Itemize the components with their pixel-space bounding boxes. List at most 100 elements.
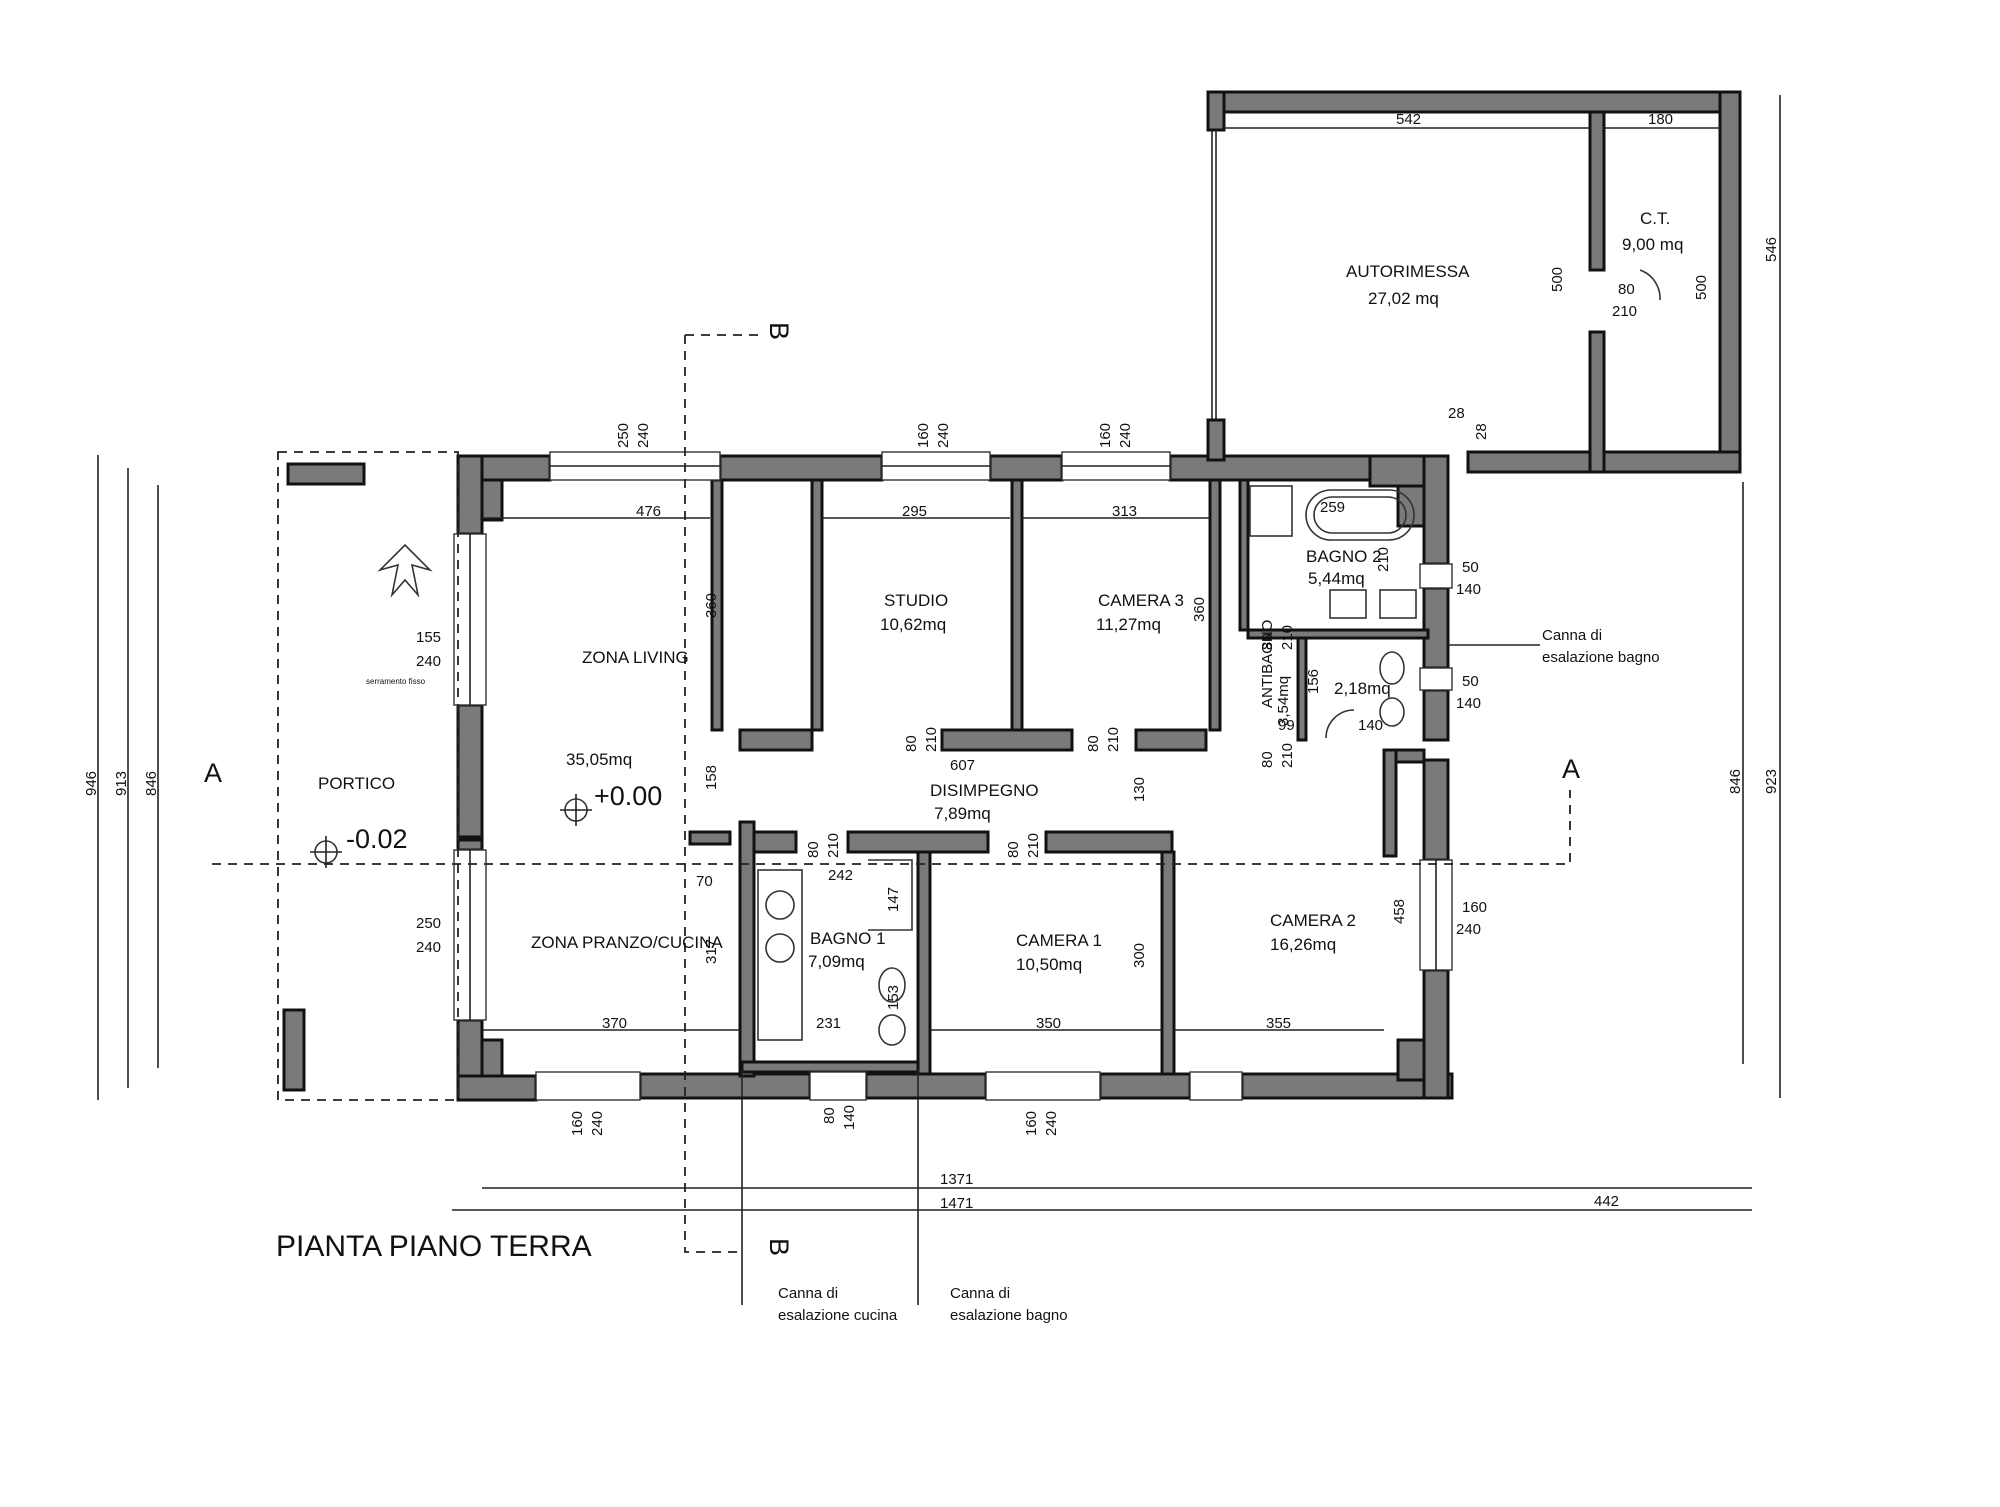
dimension-label: 240 xyxy=(1456,921,1481,938)
label-zona-living: ZONA LIVING xyxy=(582,648,689,667)
label-camera2: CAMERA 2 xyxy=(1270,911,1356,930)
dimension-label: 1371 xyxy=(940,1171,973,1188)
dimension-label: 913 xyxy=(113,771,130,796)
dimension-label: 160 xyxy=(915,423,932,448)
dimension-label: 240 xyxy=(935,423,952,448)
note-canna-cucina: Canna di xyxy=(778,1285,838,1302)
dimension-label: 360 xyxy=(1191,597,1208,622)
dimension-label: 250 xyxy=(615,423,632,448)
dimension-label: 240 xyxy=(416,939,441,956)
windows xyxy=(453,130,1453,1101)
dimension-label: 250 xyxy=(416,915,441,932)
dimension-label: 442 xyxy=(1594,1193,1619,1210)
note-canna-bagno2: Canna di xyxy=(1542,627,1602,644)
dimension-label: 160 xyxy=(1462,899,1487,916)
dimension-label: 210 xyxy=(1025,833,1042,858)
dimension-label: 210 xyxy=(1279,743,1296,768)
dimension-label: 846 xyxy=(143,771,160,796)
dimension-label: 542 xyxy=(1396,111,1421,128)
dimension-label: 80 xyxy=(903,735,920,752)
label-disimpegno: DISIMPEGNO xyxy=(930,781,1039,800)
dimension-label: 210 xyxy=(1375,547,1392,572)
dimension-label: 210 xyxy=(1612,303,1637,320)
note-canna-bagno1: Canna di xyxy=(950,1285,1010,1302)
dimension-label: 180 xyxy=(1648,111,1673,128)
label-antibagno: ANTIBAGNO xyxy=(1259,620,1276,708)
note-serramento: serramento fisso xyxy=(366,677,426,686)
dimension-label: 155 xyxy=(416,629,441,646)
label-bagno2: BAGNO 2 xyxy=(1306,547,1382,566)
dimension-label: 160 xyxy=(1097,423,1114,448)
label-camera3: CAMERA 3 xyxy=(1098,591,1184,610)
dimension-label: 210 xyxy=(1279,625,1296,650)
dimension-label: 240 xyxy=(416,653,441,670)
dimension-label: 156 xyxy=(1305,669,1322,694)
section-b-top: B xyxy=(764,322,794,340)
note-esal-cucina: esalazione cucina xyxy=(778,1307,898,1324)
label-portico: PORTICO xyxy=(318,774,395,793)
dimension-label: 80 xyxy=(1259,633,1276,650)
dimension-lines xyxy=(97,95,1781,1211)
dimension-label: 923 xyxy=(1763,769,1780,794)
note-esal-bagno1: esalazione bagno xyxy=(950,1307,1068,1324)
notes: Canna di esalazione bagno Canna di esala… xyxy=(366,627,1660,1324)
dimension-label: 240 xyxy=(1043,1111,1060,1136)
area-bagno1: 7,09mq xyxy=(808,952,865,971)
dimension-label: 80 xyxy=(821,1107,838,1124)
dimension-label: 50 xyxy=(1462,673,1479,690)
portico-outline xyxy=(212,334,1571,1305)
dimension-label: 210 xyxy=(825,833,842,858)
dimension-label: 295 xyxy=(902,503,927,520)
dimension-label: 140 xyxy=(1456,695,1481,712)
dimension-label: 80 xyxy=(1005,841,1022,858)
area-camera1: 10,50mq xyxy=(1016,955,1082,974)
dimension-label: 28 xyxy=(1448,405,1465,422)
dimension-label: 546 xyxy=(1763,237,1780,262)
dimension-label: 231 xyxy=(816,1015,841,1032)
north-arrow-icon xyxy=(377,543,433,598)
dimension-label: 458 xyxy=(1391,899,1408,924)
dimension-label: 130 xyxy=(1131,777,1148,802)
level-marker-living-icon xyxy=(560,794,592,826)
area-antibagno: 3,54mq xyxy=(1275,676,1292,726)
dimension-label: 1471 xyxy=(940,1195,973,1212)
area-camera2: 16,26mq xyxy=(1270,935,1336,954)
label-ct: C.T. xyxy=(1640,209,1670,228)
label-studio: STUDIO xyxy=(884,591,948,610)
dimension-label: 350 xyxy=(1036,1015,1061,1032)
dimension-label: 240 xyxy=(635,423,652,448)
dimension-label: 500 xyxy=(1549,267,1566,292)
label-bagno1: BAGNO 1 xyxy=(810,929,886,948)
label-camera1: CAMERA 1 xyxy=(1016,931,1102,950)
dimension-label: 147 xyxy=(885,887,902,912)
dimension-label: 500 xyxy=(1693,275,1710,300)
section-b-bottom: B xyxy=(764,1238,794,1256)
room-labels: ZONA LIVING 35,05mq +0.00 ZONA PRANZO/CU… xyxy=(318,209,1683,974)
page-title: PIANTA PIANO TERRA xyxy=(276,1230,592,1263)
dimension-label: 846 xyxy=(1727,769,1744,794)
dimension-label: 153 xyxy=(885,985,902,1010)
area-wc: 2,18mq xyxy=(1334,679,1391,698)
area-disimpegno: 7,89mq xyxy=(934,804,991,823)
dimension-label: 317 xyxy=(703,939,720,964)
dimension-label: 240 xyxy=(589,1111,606,1136)
dimension-label: 946 xyxy=(83,771,100,796)
dimension-label: 370 xyxy=(602,1015,627,1032)
dimension-label: 476 xyxy=(636,503,661,520)
fixtures xyxy=(757,269,1661,1046)
section-a-left: A xyxy=(204,758,222,788)
level-living: +0.00 xyxy=(594,781,662,811)
area-autorimessa: 27,02 mq xyxy=(1368,289,1439,308)
dimension-label: 360 xyxy=(703,593,720,618)
dimension-label: 28 xyxy=(1473,423,1490,440)
area-zona-living: 35,05mq xyxy=(566,750,632,769)
dimension-label: 140 xyxy=(1358,717,1383,734)
dimension-label: 80 xyxy=(1085,735,1102,752)
dimension-label: 160 xyxy=(569,1111,586,1136)
dimension-label: 140 xyxy=(1456,581,1481,598)
label-autorimessa: AUTORIMESSA xyxy=(1346,262,1470,281)
dimension-label: 240 xyxy=(1117,423,1134,448)
dimension-label: 158 xyxy=(703,765,720,790)
area-ct: 9,00 mq xyxy=(1622,235,1683,254)
